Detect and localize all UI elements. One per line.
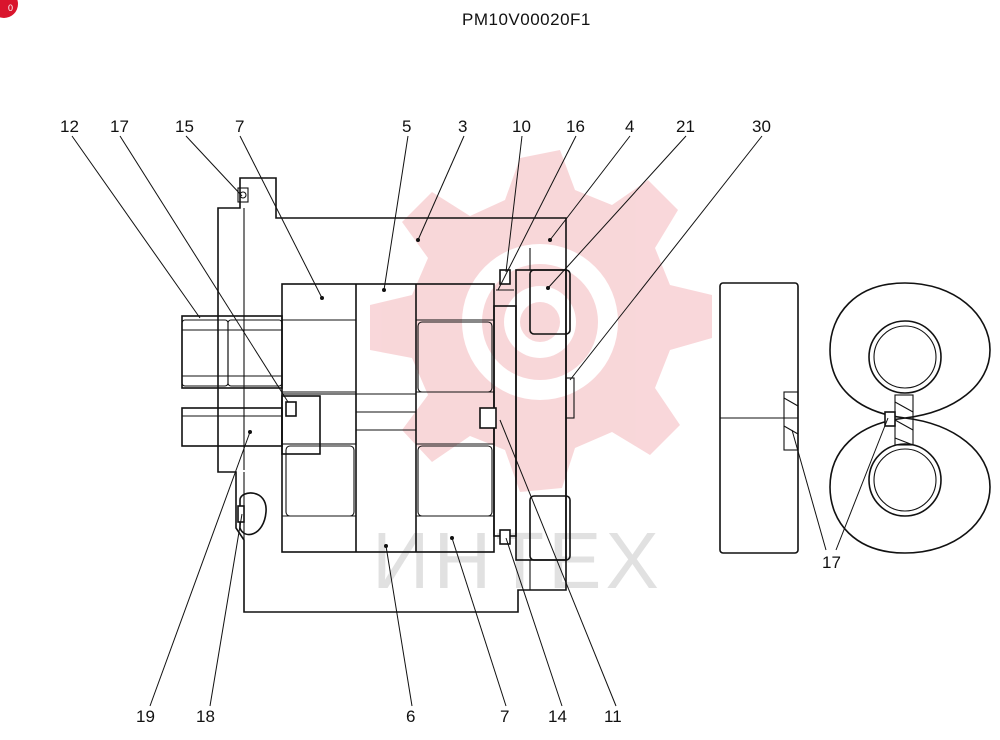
callout-labels: 12 17 15 7 5 3 10 16 4 21 30 19 18 6 7 1… xyxy=(60,117,841,726)
callout-30: 30 xyxy=(752,117,771,136)
callout-7-bottom: 7 xyxy=(500,707,509,726)
drawing-code: PM10V00020F1 xyxy=(462,10,591,29)
callout-3: 3 xyxy=(458,117,467,136)
callout-17-top: 17 xyxy=(110,117,129,136)
callout-18: 18 xyxy=(196,707,215,726)
callout-10: 10 xyxy=(512,117,531,136)
callout-12: 12 xyxy=(60,117,79,136)
pump-end-block-view xyxy=(719,282,799,554)
pump-side-view xyxy=(181,177,575,613)
callout-19: 19 xyxy=(136,707,155,726)
callout-5: 5 xyxy=(402,117,411,136)
callout-7-top: 7 xyxy=(235,117,244,136)
leader-lines xyxy=(71,135,889,707)
callout-17-right: 17 xyxy=(822,553,841,572)
callout-14: 14 xyxy=(548,707,567,726)
callout-16: 16 xyxy=(566,117,585,136)
corner-badge: 0 xyxy=(0,0,18,18)
seal-figure-eight-view xyxy=(829,282,991,554)
callout-4: 4 xyxy=(625,117,634,136)
callout-11: 11 xyxy=(604,707,622,726)
callout-21: 21 xyxy=(676,117,695,136)
callout-6: 6 xyxy=(406,707,415,726)
leader-dots xyxy=(248,238,552,548)
watermark-gear-icon xyxy=(370,150,712,492)
callout-15: 15 xyxy=(175,117,194,136)
